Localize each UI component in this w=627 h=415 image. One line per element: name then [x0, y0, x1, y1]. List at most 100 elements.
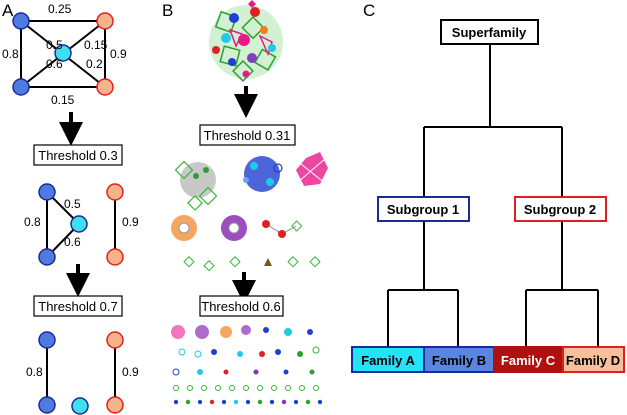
subgroup-2-box: [514, 196, 607, 222]
cluster-node-cyan: [268, 44, 276, 52]
cluster-node-green: [203, 167, 209, 173]
family-a-label: Family A: [361, 353, 415, 368]
panel-a-label: A: [2, 1, 14, 20]
cluster-square: [214, 10, 238, 34]
node-mid-blue-top: [38, 183, 56, 201]
weight-bottom: 0.15: [51, 93, 75, 107]
superfamily-box: [440, 19, 539, 45]
cluster-node-red: [262, 220, 270, 228]
weight-mid-lower: 0.6: [64, 235, 81, 249]
cluster-node-cyan: [250, 162, 258, 170]
small-node-blue: [211, 349, 217, 355]
small-node-outline: [215, 385, 221, 391]
node-orange-bottom-right: [96, 78, 114, 96]
subgroup-2-label: Subgroup 2: [524, 202, 596, 217]
cluster-pink: [295, 152, 328, 186]
small-cluster-purple: [241, 325, 251, 335]
weight-mid-left: 0.8: [24, 215, 41, 229]
family-b-label: Family B: [432, 353, 486, 368]
cluster-node-cyan: [266, 178, 274, 186]
small-node-outline: [172, 368, 180, 376]
small-node-outline: [229, 385, 235, 391]
family-d-label: Family D: [566, 353, 620, 368]
small-node-outline: [313, 385, 319, 391]
node-blue-top-left: [12, 12, 30, 30]
small-node-red: [209, 399, 215, 405]
panel-a: A 0.25 0.8 0.9 0.15 0.5 0.15 0.6 0.2 Thr…: [2, 1, 139, 415]
cluster-square: [219, 45, 241, 67]
cluster-pink-edge: [295, 159, 327, 185]
cluster-square: [291, 220, 303, 232]
small-node-blue: [317, 399, 323, 405]
node-mid-blue-bottom: [38, 248, 56, 266]
small-node-blue: [269, 399, 275, 405]
cluster-node-red: [250, 7, 260, 17]
weight-mid-right: 0.9: [122, 215, 139, 229]
cluster-red-small: [262, 220, 303, 238]
singleton-square: [229, 256, 241, 268]
node-mid-cyan: [70, 215, 88, 233]
node-final-blue-bottom: [38, 396, 56, 414]
small-node-outline: [173, 385, 179, 391]
small-node-outline: [312, 346, 320, 354]
small-node-green: [309, 369, 315, 375]
small-node-outline: [243, 385, 249, 391]
weight-left: 0.8: [2, 47, 19, 61]
threshold-box-a-2: [33, 295, 123, 317]
small-node-outline: [187, 385, 193, 391]
small-node-outline: [285, 385, 291, 391]
family-c-label: Family C: [501, 353, 556, 368]
panel-b-label: B: [162, 1, 173, 20]
small-node-blue: [245, 399, 251, 405]
small-node-outline: [178, 348, 186, 356]
weight-right: 0.9: [110, 47, 127, 61]
small-node-blue: [173, 399, 179, 405]
cluster-node-blue: [229, 13, 239, 23]
cluster-node-magenta: [238, 34, 250, 46]
panel-c: C Superfamily Subgroup 1 Subgroup 2 Fami…: [351, 1, 625, 373]
small-node-cyan: [284, 328, 292, 336]
tree-connectors: [387, 43, 599, 347]
weight-mid-upper: 0.5: [64, 197, 81, 211]
cluster-blue-core: [244, 156, 280, 192]
singleton-triangle: [264, 258, 272, 266]
node-final-blue-top: [38, 331, 56, 349]
small-node-cyan: [233, 399, 239, 405]
threshold-box-b-1: [199, 124, 296, 146]
small-node-blue: [221, 399, 227, 405]
weight-final-right: 0.9: [122, 365, 139, 379]
threshold-box-b-2: [199, 295, 284, 317]
node-mid-orange-bottom: [106, 248, 124, 266]
cluster-square: [187, 195, 203, 211]
small-node-green: [185, 399, 191, 405]
cluster-orange-center: [178, 222, 190, 234]
small-node-purple: [281, 399, 287, 405]
small-node-blue: [275, 349, 281, 355]
small-cluster-purple: [195, 325, 209, 339]
panel-c-label: C: [363, 1, 375, 20]
threshold-box-a-1: [33, 144, 123, 166]
singleton-square: [287, 256, 299, 268]
family-d-box: [562, 346, 625, 373]
cluster-node-green: [193, 173, 199, 179]
small-clusters: [171, 325, 323, 405]
family-a-box: [351, 346, 425, 373]
singletons-row: [183, 256, 321, 272]
small-node-green: [297, 351, 303, 357]
node-orange-top-right: [96, 12, 114, 30]
cluster-node-blue: [228, 58, 236, 66]
small-node-blue: [283, 369, 289, 375]
dense-network-cluster: [209, 0, 283, 82]
small-node-outline: [194, 350, 202, 358]
small-node-outline: [257, 385, 263, 391]
cluster-square: [198, 186, 218, 206]
small-node-blue: [263, 327, 269, 333]
cluster-node-red: [278, 230, 286, 238]
cluster-node-orange: [260, 26, 268, 34]
singleton-square: [203, 260, 215, 272]
subgroup-1-label: Subgroup 1: [387, 202, 459, 217]
cluster-gray-core: [180, 162, 216, 198]
cluster-orange: [171, 215, 197, 241]
cluster-square: [174, 160, 194, 180]
